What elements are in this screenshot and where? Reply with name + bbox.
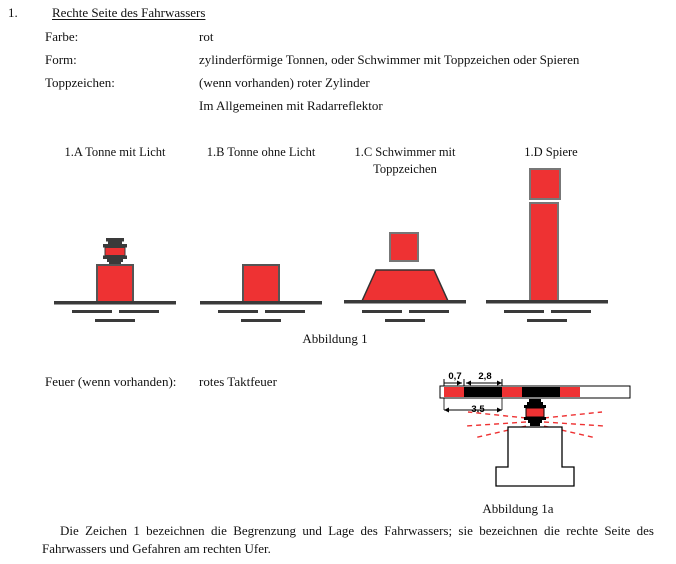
timing-bar bbox=[439, 385, 631, 399]
light-label: Feuer (wenn vorhanden): bbox=[45, 374, 177, 389]
lantern-icon bbox=[524, 399, 546, 426]
waterline-group bbox=[486, 300, 608, 322]
property-label-farbe: Farbe: bbox=[45, 29, 79, 44]
figure-caption-abbildung-1a: Abbildung 1a bbox=[482, 501, 554, 516]
figure-buoy-unlighted bbox=[186, 170, 336, 322]
light-rays bbox=[465, 411, 605, 439]
figure-buoy-lighted bbox=[40, 170, 190, 322]
property-label-toppzeichen: Toppzeichen: bbox=[45, 75, 115, 90]
dimension-label-off: 2,8 bbox=[478, 371, 491, 382]
closing-paragraph: Die Zeichen 1 bezeichnen die Begrenzung … bbox=[42, 523, 654, 556]
figure-caption-1d-label: 1.D Spiere bbox=[524, 145, 578, 159]
float-body bbox=[360, 269, 450, 302]
section-number: 1. bbox=[8, 5, 18, 20]
figure-caption-abbildung-1: Abbildung 1 bbox=[302, 331, 368, 346]
figure-caption-1c-label: 1.C Schwimmer mit Toppzeichen bbox=[354, 145, 456, 176]
property-value-radarreflektor: Im Allgemeinen mit Radarreflektor bbox=[199, 98, 383, 113]
topmark-cylinder bbox=[529, 168, 561, 200]
waterline-group bbox=[200, 301, 322, 322]
buoy-body bbox=[242, 264, 280, 304]
waterline-group bbox=[54, 301, 176, 322]
figure-float-with-topmark bbox=[332, 170, 478, 322]
buoy-outline bbox=[495, 426, 575, 487]
buoy-body bbox=[96, 264, 134, 304]
dimension-label-on: 0,7 bbox=[448, 371, 461, 382]
page-title: Rechte Seite des Fahrwassers bbox=[52, 5, 206, 20]
light-value: rotes Taktfeuer bbox=[199, 374, 277, 389]
figure-caption-1b-label: 1.B Tonne ohne Licht bbox=[206, 145, 316, 159]
property-value-form: zylinderförmige Tonnen, oder Schwimmer m… bbox=[199, 52, 580, 67]
waterline-group bbox=[344, 300, 466, 322]
property-label-form: Form: bbox=[45, 52, 77, 67]
spar-body bbox=[529, 202, 559, 302]
figure-caption-1a-label: 1.A Tonne mit Licht bbox=[64, 145, 166, 159]
figure-spar bbox=[478, 168, 624, 322]
property-value-farbe: rot bbox=[199, 29, 214, 44]
topmark-cylinder bbox=[389, 232, 419, 262]
figure-light-rhythm: 0,7 2,8 3,5 bbox=[439, 368, 631, 498]
lantern-icon bbox=[103, 238, 127, 265]
property-value-toppzeichen: (wenn vorhanden) roter Zylinder bbox=[199, 75, 370, 90]
